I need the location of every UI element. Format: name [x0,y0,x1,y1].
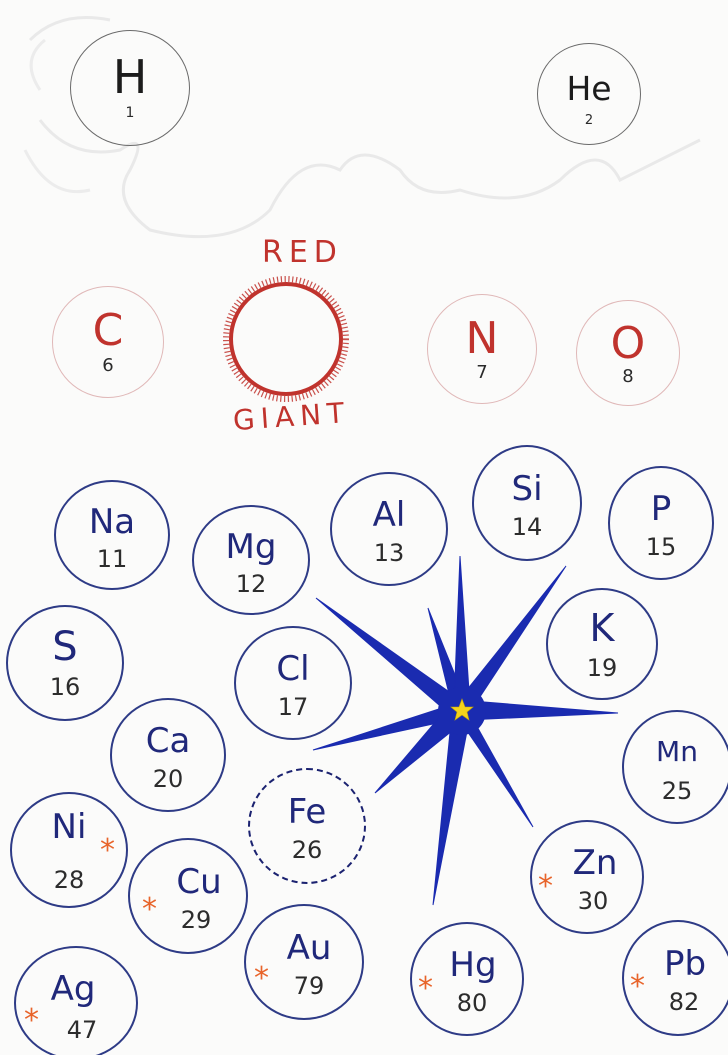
supernova-spark-icon: * [24,1006,39,1036]
red-giant-top-label: RED [262,238,343,268]
element-symbol: C [53,309,163,353]
element-hg: Hg 80 * [410,922,524,1036]
atomic-number: 80 [422,991,522,1015]
atomic-number: 29 [146,908,246,932]
element-symbol: Ca [112,724,224,758]
element-k: K 19 [546,588,658,700]
element-he: He 2 [537,43,641,145]
element-cl: Cl 17 [234,626,352,740]
red-giant-rays [226,279,346,399]
red-giant-bottom-label: GIANT [232,399,351,435]
element-fe: Fe 26 [248,768,366,884]
element-symbol: Au [256,931,362,965]
atomic-number: 17 [236,695,350,719]
supernova-spark-icon: * [538,872,553,902]
element-pb: Pb 82 * [622,920,728,1036]
supernova-spark-icon: * [630,972,645,1002]
atomic-number: 11 [56,547,168,571]
element-symbol: Pb [638,947,728,981]
element-symbol: Ag [10,972,136,1006]
element-symbol: S [8,627,122,667]
atomic-number: 6 [53,357,163,375]
supernova-spark-icon: * [254,964,269,994]
atomic-number: 15 [610,535,712,559]
element-symbol: Mg [194,530,308,564]
element-zn: Zn 30 * [530,820,644,934]
element-symbol: Zn [548,846,642,880]
atomic-number: 2 [538,114,640,127]
atomic-number: 7 [428,364,536,382]
element-h: H 1 [70,30,190,146]
element-n: N 7 [427,294,537,404]
atomic-number: 14 [474,515,580,539]
element-symbol: K [548,609,656,647]
element-symbol: Al [332,498,446,532]
element-mn: Mn 25 [622,710,728,824]
atomic-number: 79 [256,974,362,998]
element-al: Al 13 [330,472,448,586]
element-symbol: Cl [236,652,350,686]
element-ca: Ca 20 [110,698,226,812]
element-symbol: He [538,72,640,105]
element-na: Na 11 [54,480,170,590]
atomic-number: 82 [636,990,728,1014]
element-p: P 15 [608,466,714,580]
element-au: Au 79 * [244,904,364,1020]
element-symbol: H [71,54,189,100]
element-s: S 16 [6,605,124,721]
atomic-number: 8 [577,368,679,386]
element-cu: Cu 29 * [128,838,248,954]
atomic-number: 19 [548,656,656,680]
atomic-number: 30 [544,889,642,913]
atomic-number: 26 [250,838,364,862]
atomic-number: 28 [12,868,126,892]
element-mg: Mg 12 [192,505,310,615]
atomic-number: 13 [332,541,446,565]
atomic-number: 16 [8,675,122,699]
element-symbol: Na [56,505,168,539]
supernova-spark-icon: * [418,974,433,1004]
element-symbol: Si [474,472,580,506]
element-ni: Ni 28 * [10,792,128,908]
atomic-number: 47 [28,1018,136,1042]
atomic-number: 12 [194,572,308,596]
supernova-spark-icon: * [142,895,157,925]
red-giant-ring [231,284,341,394]
atomic-number: 1 [71,106,189,120]
element-symbol: P [610,492,712,526]
atomic-number: 20 [112,767,224,791]
element-o: O 8 [576,300,680,406]
element-si: Si 14 [472,445,582,561]
atomic-number: 25 [624,779,728,803]
element-symbol: Mn [624,738,728,766]
element-c: C 6 [52,286,164,398]
element-symbol: O [577,322,679,366]
element-symbol: Hg [424,948,522,982]
element-symbol: Fe [250,795,364,829]
element-symbol: N [428,317,536,361]
supernova-spark-icon: * [100,836,115,866]
element-symbol: Cu [152,865,246,899]
element-ag: Ag 47 * [14,946,138,1055]
